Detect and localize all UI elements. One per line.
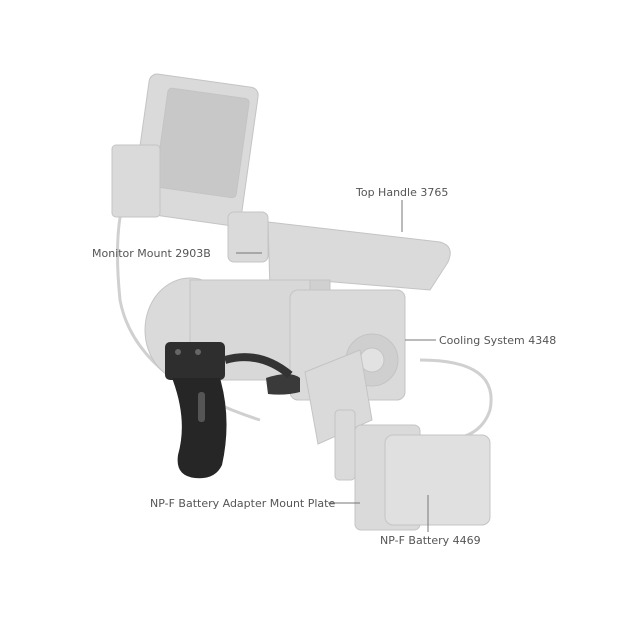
callout-battery-plate: NP-F Battery Adapter Mount Plate bbox=[150, 497, 336, 510]
side-handle-grip bbox=[165, 342, 300, 479]
battery-body bbox=[384, 434, 491, 526]
callout-top-handle: Top Handle 3765 bbox=[356, 186, 449, 199]
leader-lines bbox=[236, 200, 436, 532]
battery-rod bbox=[334, 409, 356, 481]
battery-cable bbox=[419, 358, 493, 442]
callout-battery: NP-F Battery 4469 bbox=[380, 534, 481, 547]
callout-cooling-system: Cooling System 4348 bbox=[439, 334, 557, 347]
monitor-screen bbox=[154, 87, 250, 199]
monitor-mount-part bbox=[227, 211, 269, 263]
callout-monitor-mount: Monitor Mount 2903B bbox=[92, 247, 211, 260]
monitor-side-cage bbox=[111, 144, 161, 218]
